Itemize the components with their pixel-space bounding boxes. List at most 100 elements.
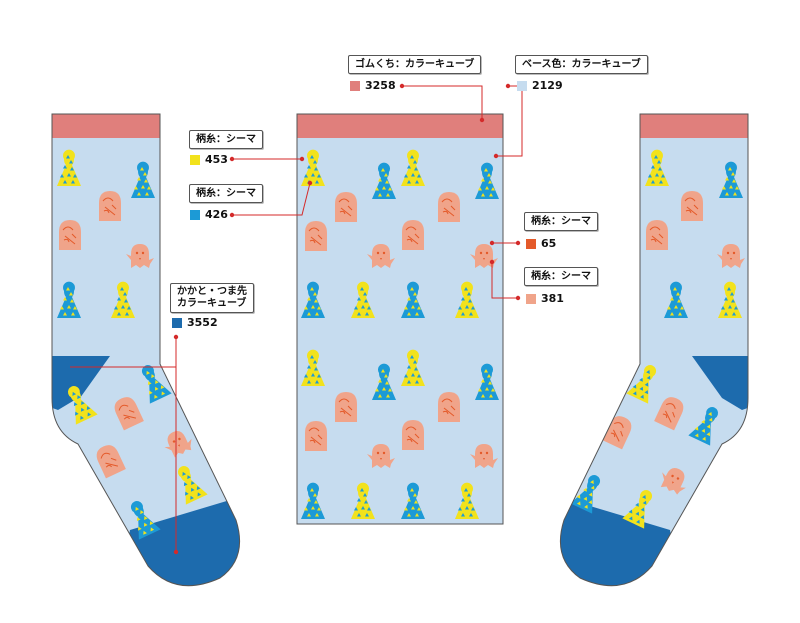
doll-motif xyxy=(67,386,98,425)
cuff-callout-code: 3258 xyxy=(350,79,396,92)
doll-motif xyxy=(718,281,742,318)
red-code-text: 65 xyxy=(541,237,557,250)
face-motif xyxy=(335,192,357,222)
base-callout-code: 2129 xyxy=(517,79,563,92)
face-motif xyxy=(114,397,144,431)
face-motif xyxy=(402,220,424,250)
doll-motif xyxy=(475,162,499,199)
yellow-pattern-callout-label: 柄糸：シーマ xyxy=(189,130,263,149)
base-callout-label: ベース色：カラーキューブ xyxy=(515,55,648,74)
doll-motif xyxy=(301,149,325,186)
leader-cuff xyxy=(402,85,483,120)
leader-peach xyxy=(491,262,518,299)
blue-pattern-callout-code: 426 xyxy=(190,208,228,221)
doll-motif xyxy=(351,482,375,519)
doll-motif xyxy=(131,161,155,198)
right-sock-outline xyxy=(559,113,749,587)
heel-toe-label-line2: カラーキューブ xyxy=(177,298,247,309)
doll-motif xyxy=(130,501,161,540)
doll-motif xyxy=(719,161,743,198)
doll-motif xyxy=(622,490,653,529)
doll-motif xyxy=(372,162,396,199)
doll-motif xyxy=(141,365,172,404)
left-sock-view xyxy=(51,113,241,587)
face-motif xyxy=(99,191,121,221)
blue-swatch xyxy=(190,209,200,220)
right-sock-heel xyxy=(692,356,748,410)
heel-toe-callout-label: かかと・つま先 カラーキューブ xyxy=(170,283,254,313)
heel-toe-swatch xyxy=(172,317,182,328)
face-motif xyxy=(59,220,81,250)
ghost-motif xyxy=(367,444,395,468)
face-motif xyxy=(438,392,460,422)
right-sock-view xyxy=(559,113,749,587)
base-swatch xyxy=(517,80,527,91)
leader-lines xyxy=(70,83,523,555)
ghost-motif xyxy=(367,244,395,268)
flat-sock-base xyxy=(297,114,503,524)
flat-sock-outline xyxy=(296,113,504,525)
face-motif xyxy=(305,421,327,451)
face-motif xyxy=(654,397,684,431)
face-motif xyxy=(402,420,424,450)
peach-code-text: 381 xyxy=(541,292,564,305)
doll-motif xyxy=(301,482,325,519)
ghost-motif xyxy=(164,431,192,458)
left-sock-heel-patch xyxy=(52,356,108,410)
right-sock-cuff xyxy=(560,114,748,138)
ghost-motif xyxy=(470,444,498,468)
heel-toe-code-text: 3552 xyxy=(187,316,218,329)
flat-sock-view xyxy=(296,113,504,525)
cuff-swatch xyxy=(350,80,360,91)
red-pattern-callout-label: 柄糸：シーマ xyxy=(524,212,598,231)
peach-pattern-callout-code: 381 xyxy=(526,292,564,305)
doll-motif xyxy=(57,281,81,318)
doll-motif xyxy=(351,281,375,318)
doll-motif xyxy=(401,149,425,186)
ghost-motif xyxy=(717,244,745,268)
face-motif xyxy=(96,445,126,479)
red-swatch xyxy=(526,238,536,249)
face-motif xyxy=(305,221,327,251)
cuff-code-text: 3258 xyxy=(365,79,396,92)
red-pattern-callout-code: 65 xyxy=(526,237,556,250)
peach-pattern-callout-label: 柄糸：シーマ xyxy=(524,267,598,286)
doll-motif xyxy=(301,349,325,386)
blue-pattern-callout-label: 柄糸：シーマ xyxy=(189,184,263,203)
heel-toe-callout-code: 3552 xyxy=(172,316,218,329)
base-code-text: 2129 xyxy=(532,79,563,92)
doll-motif xyxy=(664,281,688,318)
doll-motif xyxy=(111,281,135,318)
doll-motif xyxy=(475,363,499,400)
right-sock-toe xyxy=(560,500,680,586)
cuff-callout-label: ゴムくち：カラーキューブ xyxy=(348,55,482,74)
doll-motif xyxy=(455,482,479,519)
ghost-motif xyxy=(660,468,686,495)
doll-motif xyxy=(372,363,396,400)
yellow-pattern-callout-code: 453 xyxy=(190,153,228,166)
doll-motif xyxy=(57,149,81,186)
doll-motif xyxy=(455,281,479,318)
doll-motif xyxy=(401,482,425,519)
heel-toe-label-line1: かかと・つま先 xyxy=(177,286,247,297)
doll-motif xyxy=(688,407,719,446)
blue-code-text: 426 xyxy=(205,208,228,221)
leader-blue xyxy=(232,182,311,216)
face-motif xyxy=(646,220,668,250)
flat-sock-cuff xyxy=(297,114,503,138)
face-motif xyxy=(681,191,703,221)
doll-motif xyxy=(177,466,208,505)
doll-motif xyxy=(645,149,669,186)
doll-motif xyxy=(401,281,425,318)
doll-motif xyxy=(401,349,425,386)
leader-base xyxy=(496,85,523,157)
doll-motif xyxy=(570,475,601,514)
peach-swatch xyxy=(526,293,536,304)
doll-motif xyxy=(301,281,325,318)
ghost-motif xyxy=(126,244,154,268)
yellow-code-text: 453 xyxy=(205,153,228,166)
left-sock-outline xyxy=(51,113,241,587)
yellow-swatch xyxy=(190,154,200,165)
doll-motif xyxy=(626,365,657,404)
